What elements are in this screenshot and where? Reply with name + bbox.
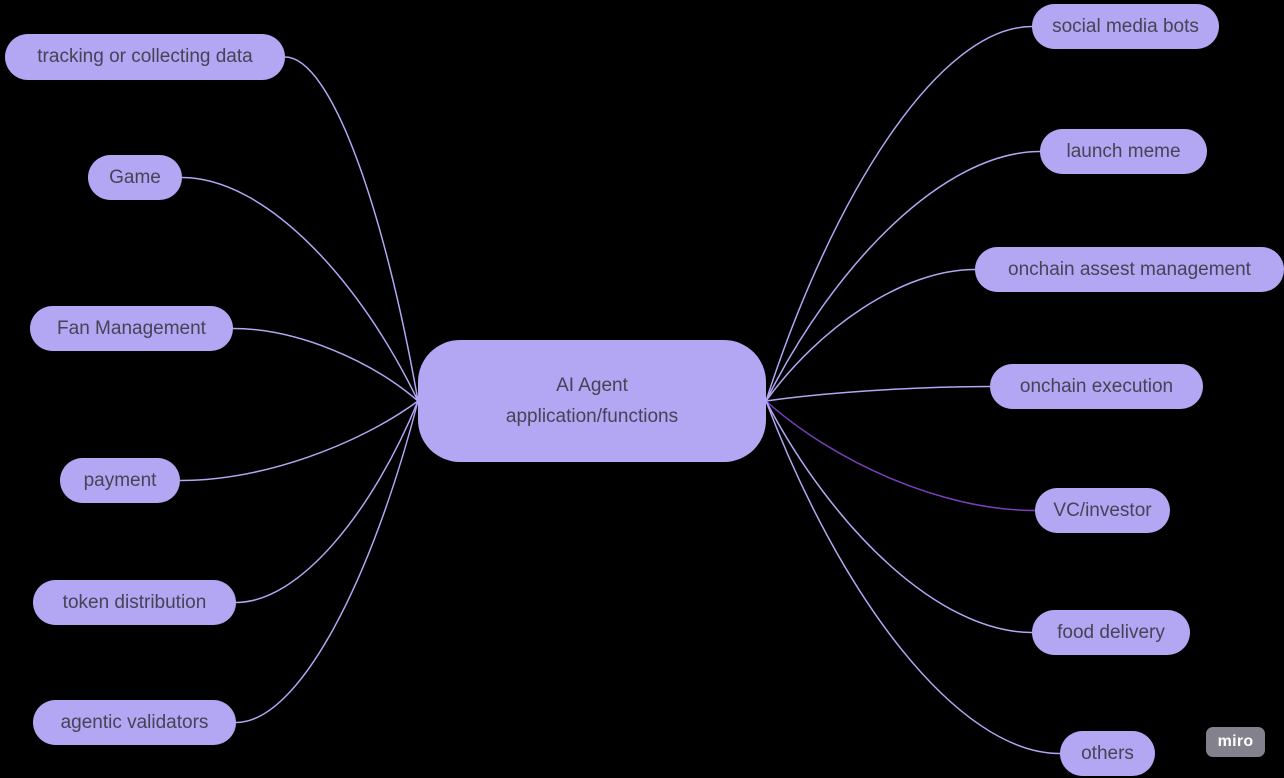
connector-line [765,268,976,402]
node-agentic-validators[interactable]: agentic validators [33,700,236,745]
node-game[interactable]: Game [88,155,182,200]
miro-watermark[interactable]: miro [1206,727,1265,757]
center-node-ai-agent[interactable]: AI Agent application/functions [418,340,766,462]
connector-line [235,400,419,604]
node-tracking-or-collecting-data[interactable]: tracking or collecting data [5,34,285,80]
connector-line [765,400,1033,634]
node-food-delivery[interactable]: food delivery [1032,610,1190,655]
node-onchain-execution[interactable]: onchain execution [990,364,1203,409]
node-token-distribution[interactable]: token distribution [33,580,236,625]
node-payment[interactable]: payment [60,458,180,503]
connector-line [232,327,419,402]
connector-line [765,150,1041,402]
connector-line [181,176,419,402]
connector-line [765,25,1033,402]
node-vc-investor[interactable]: VC/investor [1035,488,1170,533]
connector-line [765,400,1061,755]
node-others[interactable]: others [1060,731,1155,776]
node-launch-meme[interactable]: launch meme [1040,129,1207,174]
connector-line [765,400,1036,512]
connector-line [284,56,419,402]
node-fan-management[interactable]: Fan Management [30,306,233,351]
node-social-media-bots[interactable]: social media bots [1032,4,1219,49]
connector-line [765,385,991,402]
connector-line [179,400,419,482]
node-onchain-assest-management[interactable]: onchain assest management [975,247,1284,292]
connector-line [235,400,419,724]
